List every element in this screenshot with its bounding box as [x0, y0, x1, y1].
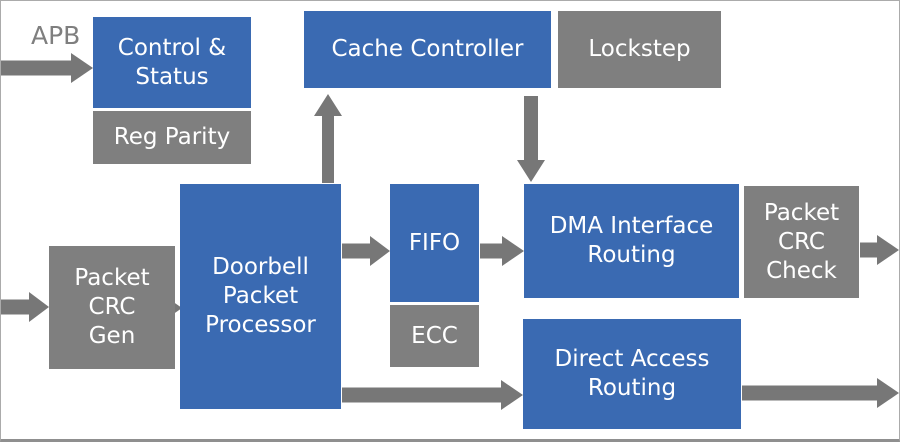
arrow-crc-check-output	[860, 235, 899, 265]
block-cache-controller: Cache Controller	[304, 11, 551, 88]
apb-input-label: APB	[31, 21, 81, 50]
arrow-apb-input	[1, 53, 93, 83]
block-lockstep: Lockstep	[558, 11, 721, 88]
arrow-cache-to-dma	[517, 96, 545, 182]
arrow-processor-to-direct-access	[342, 380, 523, 410]
block-doorbell-packet-processor: Doorbell Packet Processor	[180, 184, 341, 409]
block-reg-parity: Reg Parity	[93, 111, 251, 164]
block-dma-interface-routing: DMA Interface Routing	[524, 184, 739, 298]
block-packet-crc-check: Packet CRC Check	[744, 186, 859, 298]
arrow-direct-access-output	[742, 378, 899, 408]
block-ecc: ECC	[390, 305, 479, 367]
arrow-processor-to-fifo	[342, 236, 390, 266]
block-packet-crc-gen: Packet CRC Gen	[49, 246, 175, 369]
arrow-crc-gen-input	[1, 292, 49, 322]
block-fifo: FIFO	[390, 184, 479, 302]
block-control-status: Control & Status	[93, 17, 251, 108]
arrow-processor-to-cache	[314, 94, 342, 183]
block-direct-access-routing: Direct Access Routing	[523, 319, 741, 429]
arrow-fifo-to-dma	[480, 236, 524, 266]
